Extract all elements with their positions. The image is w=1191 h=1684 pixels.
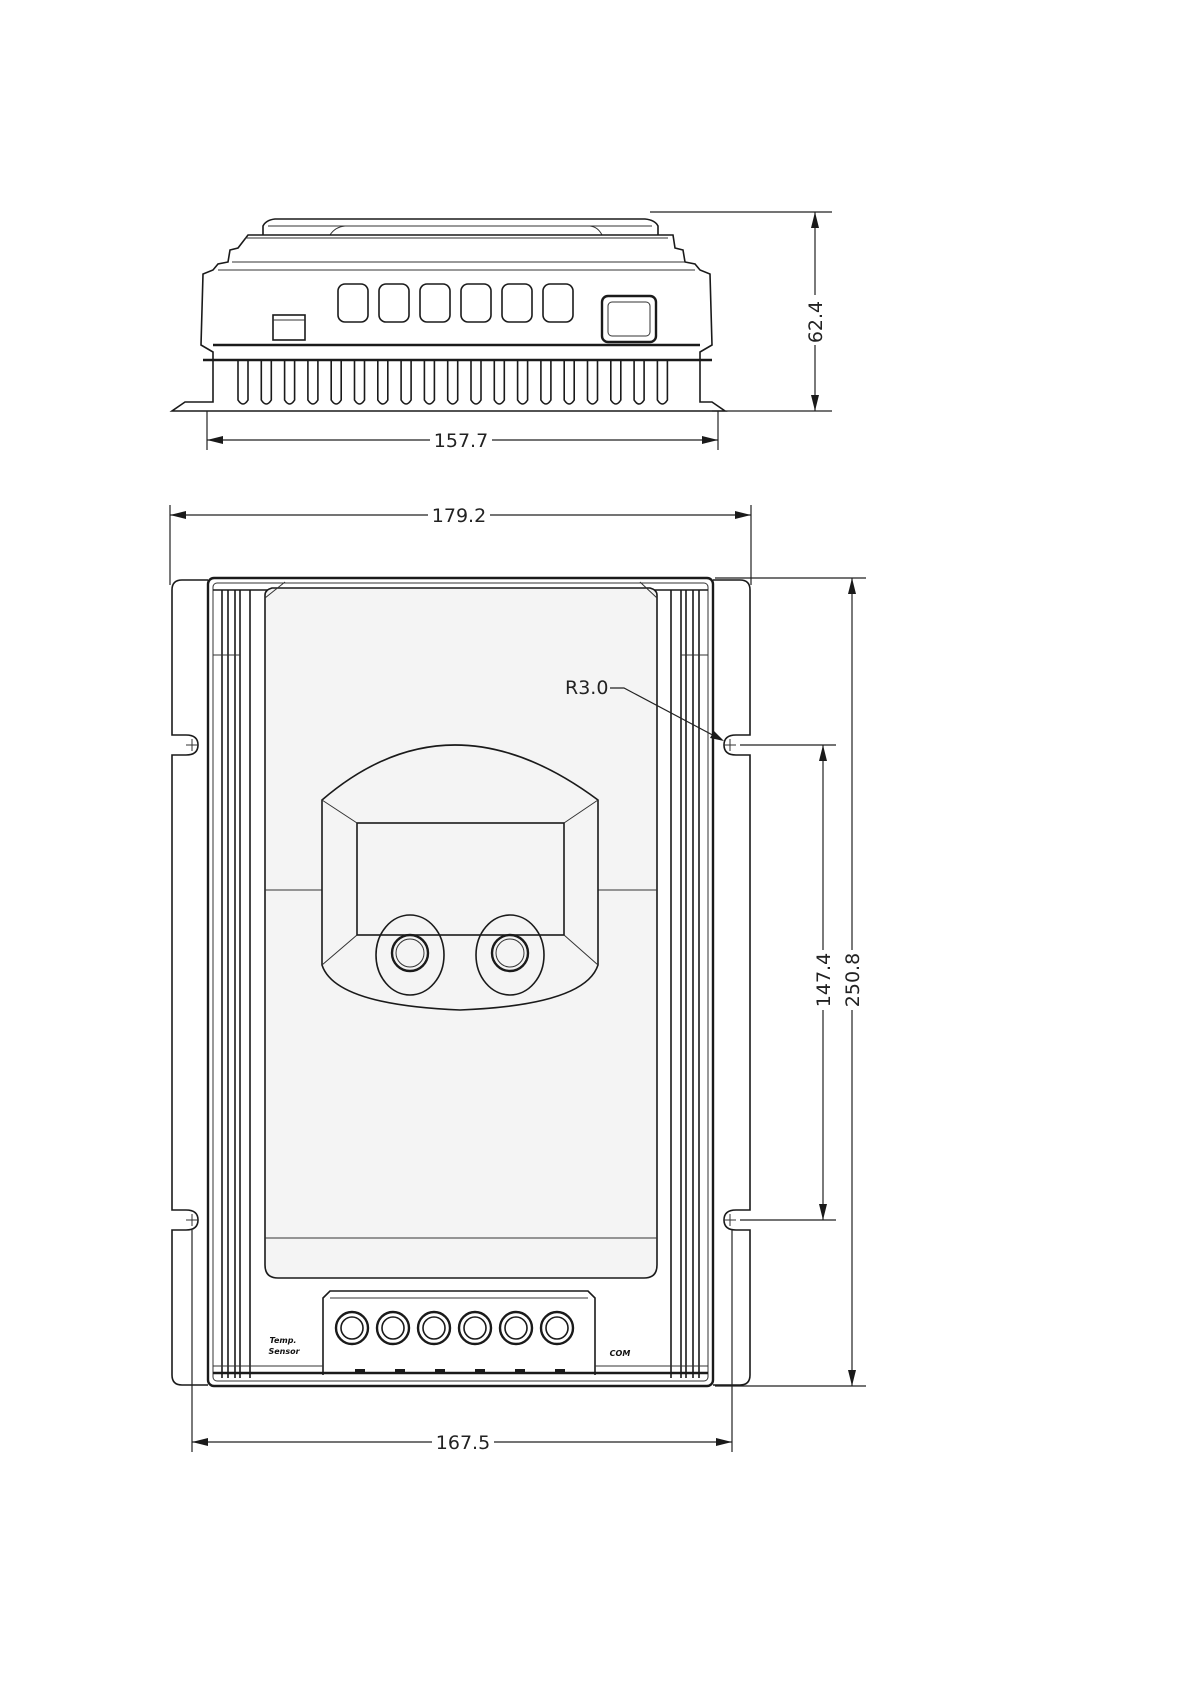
- heatsink-fin: [261, 360, 271, 404]
- terminal-screw: [336, 1312, 368, 1344]
- terminal-opening: [461, 284, 491, 322]
- side-view-base-band: [203, 345, 712, 360]
- dim-hole-spacing: 147.4: [740, 745, 836, 1220]
- dim-text-bottom-width: 167.5: [436, 1432, 490, 1454]
- heatsink-fin: [355, 360, 365, 404]
- heatsink-fin: [285, 360, 295, 404]
- radius-label: R3.0: [565, 677, 608, 699]
- dim-side-height: 62.4: [650, 212, 832, 411]
- temp-sensor-label-line2: Sensor: [268, 1347, 300, 1356]
- heatsink-fin: [448, 360, 458, 404]
- heatsink-fin: [401, 360, 411, 404]
- front-view: 179.2: [170, 503, 866, 1454]
- temp-sensor-label-line1: Temp.: [270, 1336, 297, 1345]
- com-label: COM: [610, 1349, 631, 1358]
- heatsink-fin: [308, 360, 318, 404]
- dim-text-side-width: 157.7: [434, 430, 488, 452]
- heatsink-fin: [564, 360, 574, 404]
- vent-slot: [395, 1369, 405, 1372]
- terminal-opening: [502, 284, 532, 322]
- heatsink-fins: [238, 360, 667, 404]
- bottom-vent-slots: [355, 1369, 565, 1372]
- heatsink-fin: [541, 360, 551, 404]
- heatsink-fin: [424, 360, 434, 404]
- heatsink-fin: [378, 360, 388, 404]
- heatsink-fin: [518, 360, 528, 404]
- heatsink-fin: [657, 360, 667, 404]
- terminal-opening: [543, 284, 573, 322]
- vent-slot: [555, 1369, 565, 1372]
- side-view-lid: [263, 219, 658, 235]
- heatsink-fin: [611, 360, 621, 404]
- terminal-screws: [336, 1312, 573, 1344]
- heatsink-fin: [494, 360, 504, 404]
- dim-text-side-height: 62.4: [805, 301, 827, 343]
- vent-slot: [475, 1369, 485, 1372]
- side-rail-left: [222, 590, 250, 1378]
- heatsink-fin: [471, 360, 481, 404]
- dim-side-width: 157.7: [207, 411, 718, 452]
- dim-text-front-height: 250.8: [842, 953, 864, 1007]
- terminal-opening: [338, 284, 368, 322]
- terminal-opening: [420, 284, 450, 322]
- heatsink-fin: [588, 360, 598, 404]
- dim-front-overall-width: 179.2: [170, 503, 751, 585]
- side-rail-right: [671, 590, 699, 1378]
- terminal-screw: [500, 1312, 532, 1344]
- side-view: 62.4 157.7: [172, 212, 832, 452]
- sensor-port: [273, 315, 305, 340]
- mounting-flange-left: [172, 580, 208, 1385]
- side-terminal-openings: [338, 284, 573, 322]
- terminal-opening: [379, 284, 409, 322]
- heatsink-fin: [331, 360, 341, 404]
- vent-slot: [435, 1369, 445, 1372]
- heatsink-fin: [634, 360, 644, 404]
- vent-slot: [355, 1369, 365, 1372]
- terminal-screw: [541, 1312, 573, 1344]
- heatsink-fin: [238, 360, 248, 404]
- vent-slot: [515, 1369, 525, 1372]
- dim-front-height: 250.8: [715, 578, 866, 1386]
- terminal-screw: [418, 1312, 450, 1344]
- terminal-screw: [459, 1312, 491, 1344]
- dim-text-front-width: 179.2: [432, 505, 486, 527]
- terminal-screw: [377, 1312, 409, 1344]
- dim-text-hole-spacing: 147.4: [813, 953, 835, 1007]
- com-port: [602, 296, 656, 342]
